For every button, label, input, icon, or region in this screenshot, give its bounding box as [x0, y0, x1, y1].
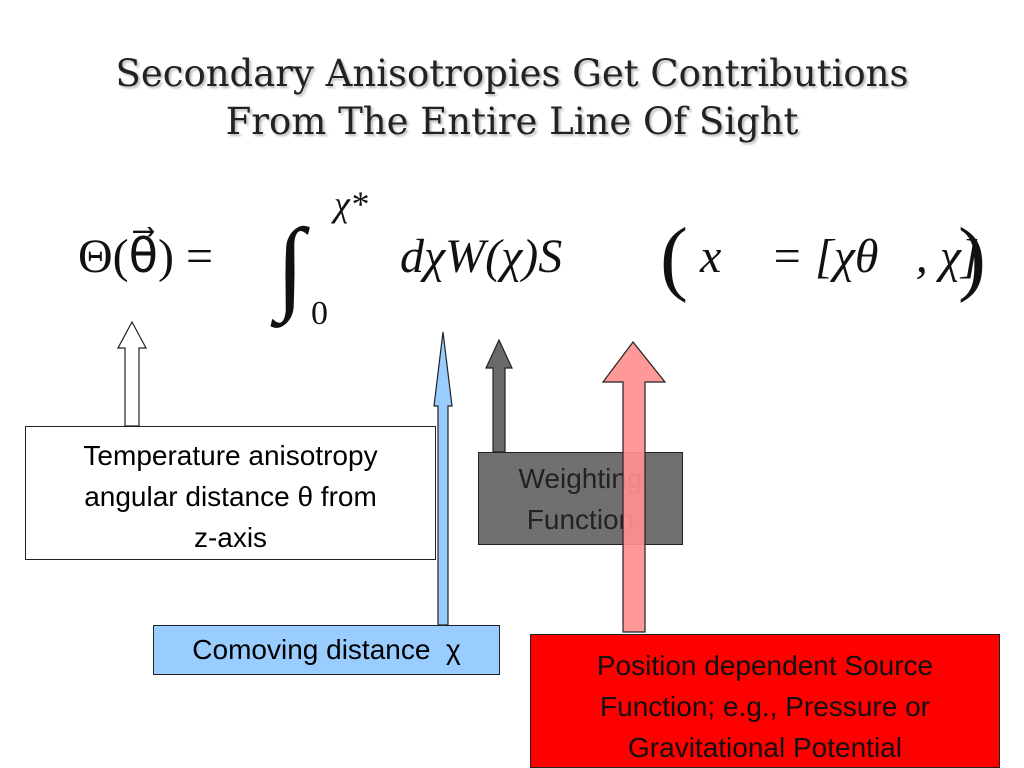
- temperature-anisotropy-box: Temperature anisotropy angular distance …: [25, 426, 436, 560]
- equation-argument: x⃗ = [χθ⃗, χ]: [699, 230, 980, 283]
- comoving-label: Comoving distance χ: [192, 634, 461, 665]
- temperature-line-1: Temperature anisotropy: [83, 440, 378, 471]
- source-line-3: Gravitational Potential: [628, 732, 902, 763]
- slide-title: Secondary Anisotropies Get Contributions…: [0, 50, 1024, 146]
- integral-upper-limit: χ*: [331, 188, 368, 224]
- temperature-arrow: [116, 320, 148, 427]
- comoving-distance-box: Comoving distance χ: [153, 625, 500, 675]
- weighting-line-1: Weighting: [518, 463, 643, 494]
- temperature-line-2: angular distance θ from: [84, 481, 377, 512]
- weighting-line-2: Function: [526, 504, 635, 535]
- equation-lhs: Θ(θ⃗) =: [78, 226, 213, 283]
- comoving-arrow: [433, 331, 453, 626]
- title-line-2: From The Entire Line Of Sight: [225, 100, 799, 143]
- temperature-line-3: z-axis: [193, 522, 268, 553]
- equation: Θ(θ⃗) = ∫ χ* 0 dχW(χ)S ( x⃗ = [χθ⃗, χ] ): [78, 188, 986, 332]
- integral-lower-limit: 0: [311, 295, 328, 332]
- source-line-1: Position dependent Source: [596, 650, 934, 681]
- equation-close-paren: ): [958, 211, 986, 304]
- weighting-function-box: Weighting Function: [478, 452, 683, 545]
- weighting-arrow: [485, 338, 513, 453]
- title-line-1: Secondary Anisotropies Get Contributions: [115, 52, 909, 95]
- equation-open-paren: (: [660, 211, 688, 304]
- source-line-2: Function; e.g., Pressure or: [600, 691, 930, 722]
- equation-integrand: dχW(χ)S: [400, 230, 562, 283]
- source-function-box: Position dependent Source Function; e.g.…: [530, 634, 1000, 768]
- integral-sign: ∫: [270, 208, 310, 328]
